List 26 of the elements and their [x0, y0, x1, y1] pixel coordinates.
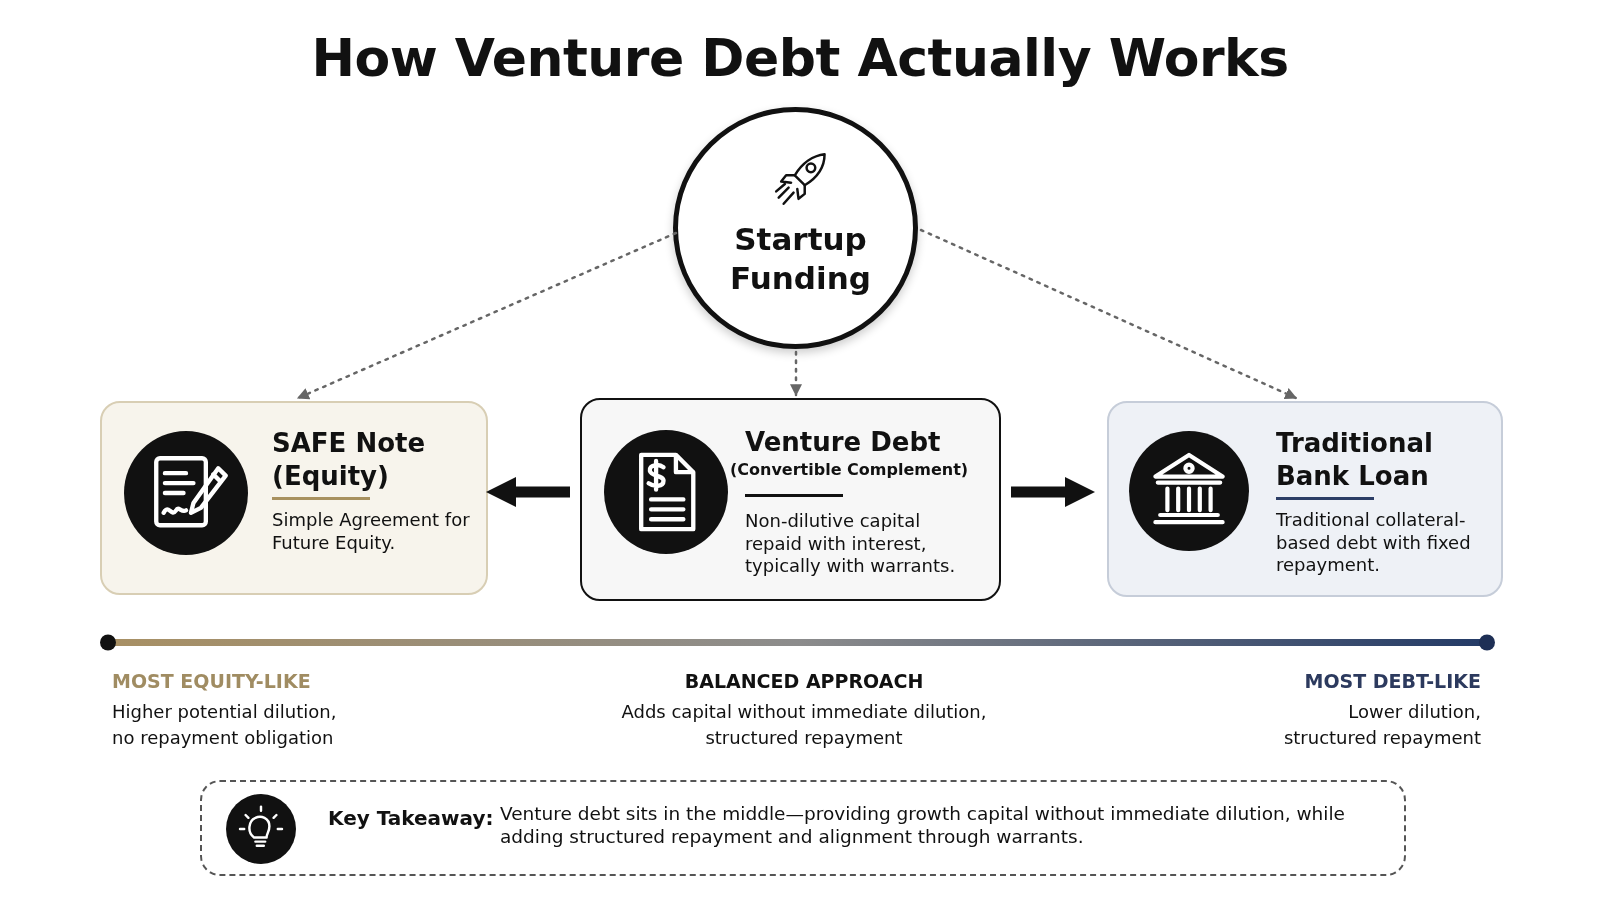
- card-heading: Venture Debt: [745, 426, 942, 459]
- spectrum-middle-label: BALANCED APPROACH: [683, 669, 925, 694]
- spectrum-end-label: MOST DEBT-LIKE: [1303, 669, 1481, 694]
- spectrum-end-label: MOST EQUITY-LIKE: [112, 669, 312, 694]
- card-heading: Traditional Bank Loan: [1276, 427, 1434, 492]
- spectrum-description: Lower dilution, structured repayment: [1282, 700, 1481, 751]
- dotted-arrow: [790, 350, 802, 397]
- card-description: Traditional collateral-based debt with fixed repayment.: [1276, 509, 1472, 577]
- node-title: Startup Funding: [729, 220, 872, 298]
- block-arrow: [1011, 477, 1095, 507]
- title: How Venture Debt Actually Works: [310, 28, 1290, 88]
- takeaway-panel: [200, 780, 1406, 876]
- takeaway-text: Venture debt sits in the middle—providing growth capital without immediate dilution, while adding structured repayment and alignment through warrants.: [500, 802, 1346, 849]
- card-heading: SAFE Note (Equity): [272, 427, 427, 492]
- takeaway-heading: Key Takeaway:: [328, 806, 495, 831]
- dotted-arrow: [296, 231, 678, 400]
- option-card: [580, 398, 1001, 601]
- spectrum-description: Higher potential dilution, no repayment obligation: [112, 700, 338, 751]
- card-subheading: (Convertible Complement): [730, 460, 970, 480]
- spectrum-description: Adds capital without immediate dilution, structured repayment: [620, 700, 988, 751]
- card-description: Non-dilutive capital repaid with interest, typically with warrants.: [745, 510, 957, 578]
- dotted-arrow: [919, 228, 1298, 400]
- option-card: [100, 401, 488, 595]
- block-arrow: [486, 477, 570, 507]
- card-description: Simple Agreement for Future Equity.: [272, 509, 471, 554]
- option-card: [1107, 401, 1503, 597]
